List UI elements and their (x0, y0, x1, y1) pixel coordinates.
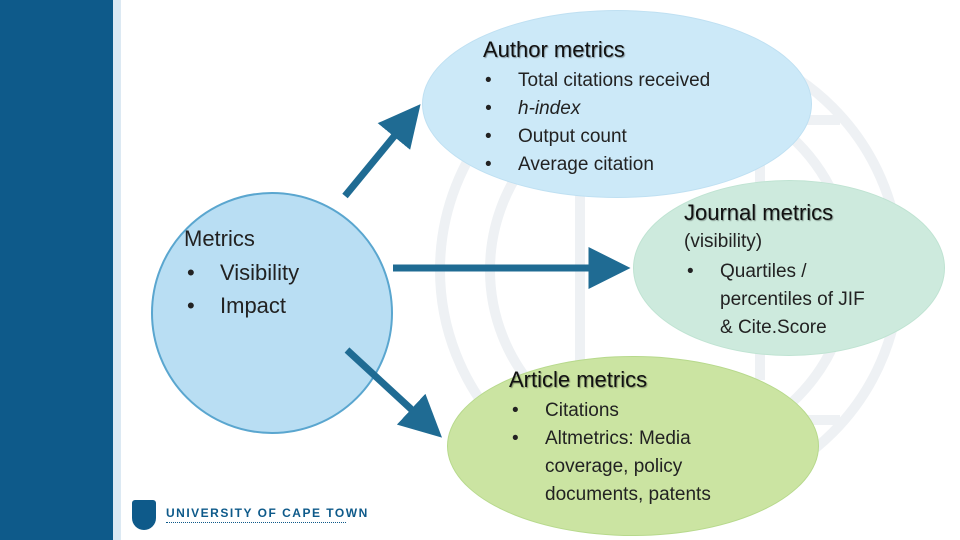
journal-metrics-title: Journal metrics (684, 200, 834, 225)
center-title: Metrics (184, 226, 255, 251)
journal-metrics-list: Quartiles / percentiles of JIF & Cite.Sc… (684, 258, 865, 342)
article-metrics-list: Citations Altmetrics: Media coverage, po… (509, 397, 711, 509)
list-item: Citations (509, 397, 711, 425)
left-accent-stripe (113, 0, 121, 540)
arrow-to-author (342, 104, 421, 199)
list-item: Output count (482, 123, 710, 151)
list-item: Visibility (184, 256, 299, 289)
journal-metrics-subtitle: (visibility) (684, 231, 763, 252)
author-metrics-title: Author metrics (483, 37, 625, 62)
crest-icon (132, 500, 156, 530)
university-logo: UNIVERSITY OF CAPE TOWN (132, 500, 372, 536)
list-item: Quartiles / percentiles of JIF & Cite.Sc… (684, 258, 865, 342)
author-metrics-list: Total citations received h-index Output … (482, 67, 710, 179)
logo-subline (166, 522, 346, 528)
arrow-to-article (344, 347, 443, 438)
left-brand-band (0, 0, 113, 540)
list-item: h-index (482, 95, 710, 123)
list-item: Average citation (482, 151, 710, 179)
center-list: Visibility Impact (184, 256, 299, 322)
list-item: Total citations received (482, 67, 710, 95)
university-name: UNIVERSITY OF CAPE TOWN (166, 506, 369, 520)
list-item: Altmetrics: Media coverage, policy docum… (509, 425, 711, 509)
article-metrics-title: Article metrics (509, 367, 648, 392)
list-item: Impact (184, 289, 299, 322)
